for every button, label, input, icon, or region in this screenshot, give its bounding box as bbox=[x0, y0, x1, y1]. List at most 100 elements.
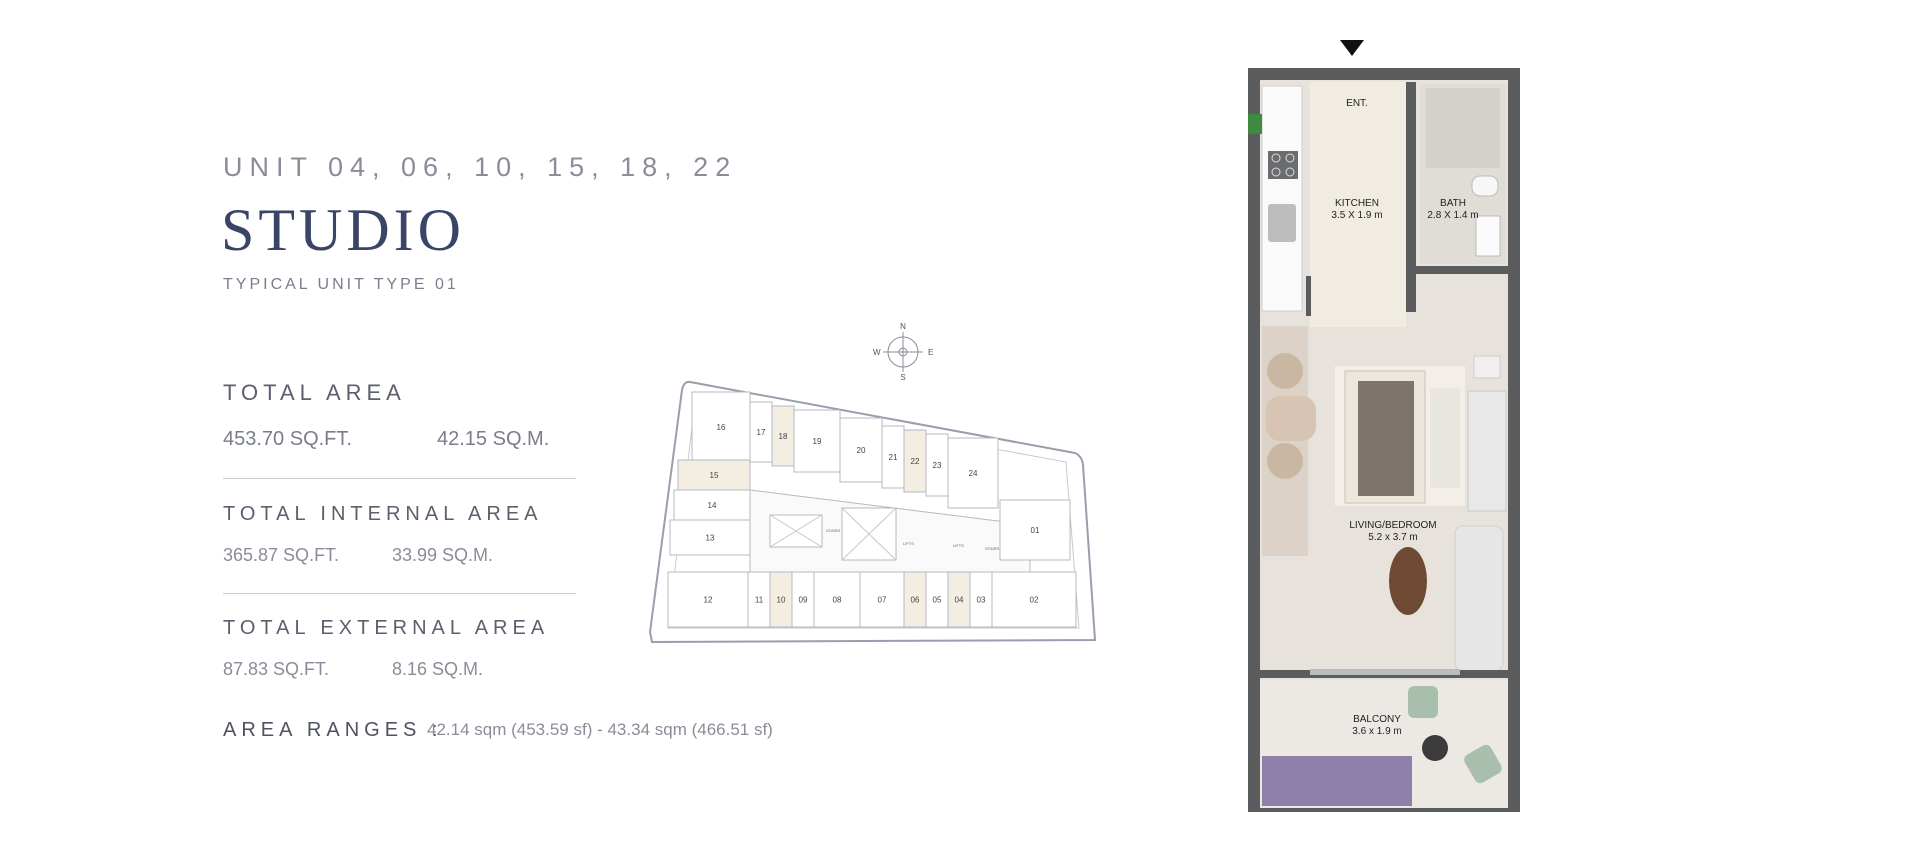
compass-e: E bbox=[928, 348, 933, 357]
unit-number: 19 bbox=[813, 437, 822, 446]
unit-cell-02: 02 bbox=[991, 571, 1077, 628]
unit-type-title: STUDIO bbox=[221, 197, 465, 263]
plant-icon bbox=[1248, 114, 1262, 134]
unit-number: 13 bbox=[706, 534, 715, 543]
planter-icon bbox=[1262, 756, 1412, 806]
total-area-sqm: 42.15 SQ.M. bbox=[437, 428, 550, 450]
total-area-sqft: 453.70 SQ.FT. bbox=[223, 428, 352, 450]
unit-cell-23: 23 bbox=[925, 433, 949, 497]
unit-cell-20: 20 bbox=[839, 417, 883, 483]
chair-icon bbox=[1267, 443, 1303, 479]
room-label-kitchen: KITCHEN bbox=[1335, 198, 1379, 209]
unit-cell-shape bbox=[793, 409, 841, 473]
unit-cell-12: 12 bbox=[667, 571, 749, 628]
partition-wall bbox=[1406, 82, 1416, 312]
total-area-heading: TOTAL AREA bbox=[223, 380, 406, 405]
unit-cell-shape bbox=[859, 571, 905, 628]
unit-cell-06: 06 bbox=[903, 571, 927, 628]
unit-cell-shape bbox=[669, 519, 751, 556]
unit-number: 24 bbox=[969, 469, 978, 478]
unit-number: 15 bbox=[710, 471, 719, 480]
partition-wall bbox=[1416, 266, 1508, 274]
floor-plan: ENT. KITCHEN 3.5 X 1.9 m BATH 2.8 X 1.4 … bbox=[1248, 40, 1520, 812]
sofa-icon bbox=[1454, 525, 1504, 672]
unit-cell-05: 05 bbox=[925, 571, 949, 628]
unit-number: 02 bbox=[1030, 596, 1039, 605]
external-area-heading: TOTAL EXTERNAL AREA bbox=[223, 617, 550, 639]
divider bbox=[223, 478, 576, 479]
toilet-icon bbox=[1471, 175, 1499, 197]
area-ranges-value: 42.14 sqm (453.59 sf) - 43.34 sqm (466.5… bbox=[427, 720, 773, 739]
stairs-label: STAIRS bbox=[826, 528, 840, 533]
internal-area-sqm: 33.99 SQ.M. bbox=[392, 545, 494, 565]
room-label-bath: BATH bbox=[1440, 198, 1466, 209]
unit-numbers-title: UNIT 04, 06, 10, 15, 18, 22 bbox=[223, 152, 738, 182]
unit-number: 23 bbox=[933, 461, 942, 470]
unit-number: 09 bbox=[799, 596, 808, 605]
unit-cell-shape bbox=[991, 571, 1077, 628]
unit-number: 11 bbox=[755, 596, 764, 605]
coffee-table-icon bbox=[1389, 547, 1427, 615]
unit-number: 08 bbox=[833, 596, 842, 605]
unit-cell-16: 16 bbox=[691, 391, 751, 463]
unit-subtitle: TYPICAL UNIT TYPE 01 bbox=[223, 276, 459, 293]
internal-area-sqft: 365.87 SQ.FT. bbox=[223, 545, 340, 565]
kitchen-counter bbox=[1261, 85, 1303, 312]
unit-cell-01: 01 bbox=[999, 499, 1071, 561]
area-ranges-label: AREA RANGES : bbox=[223, 719, 443, 741]
room-label-entrance: ENT. bbox=[1346, 98, 1368, 109]
unit-number: 04 bbox=[955, 596, 964, 605]
unit-cell-shape bbox=[813, 571, 861, 628]
external-area-sqft: 87.83 SQ.FT. bbox=[223, 659, 330, 679]
lifts-label: LIFTS bbox=[953, 543, 964, 548]
unit-number: 18 bbox=[779, 432, 788, 441]
entrance-arrow-icon bbox=[1340, 40, 1364, 56]
bed-throw bbox=[1358, 381, 1414, 496]
balcony-chair-icon bbox=[1408, 686, 1438, 718]
external-area-sqm: 8.16 SQ.M. bbox=[392, 659, 484, 679]
unit-number: 03 bbox=[977, 596, 986, 605]
unit-cell-09: 09 bbox=[791, 571, 815, 628]
pillows-icon bbox=[1430, 388, 1460, 488]
unit-cell-11: 11 bbox=[747, 571, 771, 628]
unit-number: 22 bbox=[911, 457, 920, 466]
balcony-chair-icon bbox=[1464, 744, 1502, 784]
unit-cell-04: 04 bbox=[947, 571, 971, 628]
unit-cell-shape bbox=[947, 437, 999, 509]
chair-icon bbox=[1267, 353, 1303, 389]
unit-cell-15: 15 bbox=[677, 459, 751, 491]
room-dims-balcony: 3.6 x 1.9 m bbox=[1352, 726, 1401, 737]
unit-number: 06 bbox=[911, 596, 920, 605]
lifts-label: LIFTS bbox=[903, 541, 914, 546]
unit-cell-18: 18 bbox=[771, 405, 795, 467]
unit-cell-10: 10 bbox=[769, 571, 793, 628]
room-dims-bath: 2.8 X 1.4 m bbox=[1427, 210, 1478, 221]
compass-icon: N S E W bbox=[873, 322, 933, 382]
unit-number: 10 bbox=[777, 596, 786, 605]
unit-cell-07: 07 bbox=[859, 571, 905, 628]
unit-number: 12 bbox=[704, 596, 713, 605]
compass-w: W bbox=[873, 348, 881, 357]
compass-n: N bbox=[900, 322, 906, 331]
unit-number: 01 bbox=[1031, 526, 1040, 535]
room-label-living: LIVING/BEDROOM bbox=[1349, 520, 1436, 531]
unit-number: 05 bbox=[933, 596, 942, 605]
sliding-door bbox=[1310, 669, 1460, 675]
vanity-icon bbox=[1475, 215, 1501, 257]
unit-cell-13: 13 bbox=[669, 519, 751, 556]
unit-number: 16 bbox=[717, 423, 726, 432]
unit-cell-03: 03 bbox=[969, 571, 993, 628]
partition-wall bbox=[1306, 276, 1311, 316]
unit-cell-14: 14 bbox=[673, 489, 751, 521]
wardrobe-icon bbox=[1467, 390, 1507, 512]
unit-cell-shape bbox=[999, 499, 1071, 561]
sink-icon bbox=[1268, 204, 1296, 242]
unit-cell-17: 17 bbox=[749, 401, 773, 463]
room-dims-kitchen: 3.5 X 1.9 m bbox=[1331, 210, 1382, 221]
unit-cell-shape bbox=[839, 417, 883, 483]
room-label-balcony: BALCONY bbox=[1353, 714, 1401, 725]
kitchen-floor bbox=[1310, 82, 1406, 327]
compass-s: S bbox=[900, 373, 905, 382]
